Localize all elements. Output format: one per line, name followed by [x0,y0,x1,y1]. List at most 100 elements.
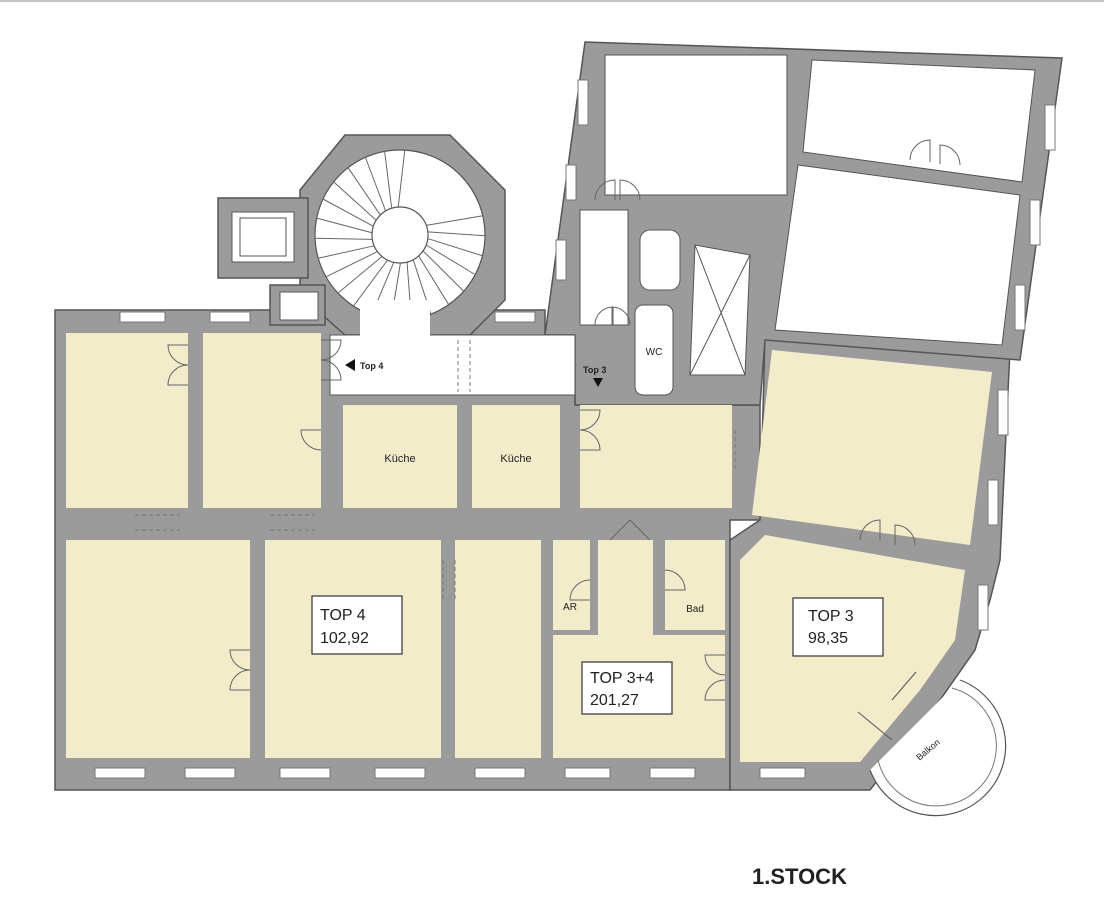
floor-title: 1.STOCK [752,864,847,889]
door [939,144,961,166]
unit-label-box-top34 [581,661,673,715]
room-kueche-1 [343,405,457,508]
stair-step [384,151,393,209]
window [987,479,999,526]
stair-step [418,255,450,305]
window [1044,104,1056,151]
unit-name-top3: TOP 3 [808,608,854,625]
windows [94,79,1056,779]
window [759,767,806,779]
window [1014,284,1026,331]
door [611,306,631,326]
door [579,409,601,431]
door [229,669,251,691]
door [167,364,189,386]
window [374,767,426,779]
door [320,339,342,361]
door [609,519,651,541]
door [300,429,322,451]
doors [167,139,961,701]
arrow-left-icon [345,359,355,371]
door [704,679,726,701]
window [94,767,146,779]
window [184,767,236,779]
room-sw [66,540,250,758]
room-upper-2 [802,59,1036,183]
entrance-markers: Top 4 Top 3 [345,359,606,387]
stair-step [333,181,377,221]
window [577,79,589,126]
window [279,767,331,779]
room-ar [553,540,590,630]
window [977,584,989,631]
stair-step [364,157,387,212]
window [564,767,611,779]
stair-step [353,259,388,307]
lift-inner [239,217,287,257]
stair-step [325,251,378,278]
balcony [857,671,1007,817]
stair-step [316,217,373,234]
door [859,519,881,541]
room-ne [752,350,992,545]
entrance-top4: Top 4 [360,361,383,371]
unit-label-box-top3 [792,597,884,657]
unit-name-top34: TOP 3+4 [590,670,654,687]
door [569,579,591,601]
balcony-door [857,711,893,741]
stair-step [318,245,375,259]
window [1029,199,1041,246]
room-upper-wc [639,229,681,291]
shaft-cross-2 [689,254,751,376]
room-narrow [455,540,541,758]
room-upper-3 [774,164,1021,346]
stair-core [371,206,429,264]
unit-area-top34: 201,27 [590,692,639,709]
room-wc [634,304,674,396]
stair-step [422,250,465,292]
window [555,239,567,281]
stair-step [427,238,483,257]
door [894,524,916,546]
room-kueche-2 [472,405,560,508]
door [909,139,931,162]
window [494,311,536,323]
shaft-cross-1 [694,244,746,376]
window [997,389,1009,436]
stair-step [397,150,406,208]
label-ar: AR [563,602,577,613]
label-wc: WC [646,347,663,358]
stair-landing [360,300,430,336]
window [565,164,577,201]
stair-step [426,215,483,226]
door [579,429,601,451]
stair-step [322,198,374,227]
unit-area-top4: 102,92 [320,630,369,647]
door [704,654,726,676]
thresholds [135,340,736,600]
arrow-down-icon [593,378,603,387]
door [320,359,342,381]
lift-cabin [231,211,295,263]
unit-label-box-top4 [311,595,403,655]
label-bad: Bad [686,604,704,615]
stair-wc [279,291,319,321]
door [594,179,616,201]
stair-step [347,167,381,216]
door [619,179,641,201]
rooms [66,333,992,762]
room-bad [665,540,725,630]
balcony-outline [869,679,1007,817]
label-kueche-2: Küche [500,453,531,465]
window [119,311,166,323]
room-upper-corridor [579,209,629,326]
room-n2 [203,333,321,508]
unit-area-top3: 98,35 [808,630,848,647]
hallway [329,334,576,396]
unit-labels: TOP 4 102,92 TOP 3+4 201,27 TOP 3 98,35 [311,595,884,715]
window [474,767,526,779]
stair-step [427,231,486,237]
unit-name-top4: TOP 4 [320,607,366,624]
entrance-top3: Top 3 [583,365,606,375]
